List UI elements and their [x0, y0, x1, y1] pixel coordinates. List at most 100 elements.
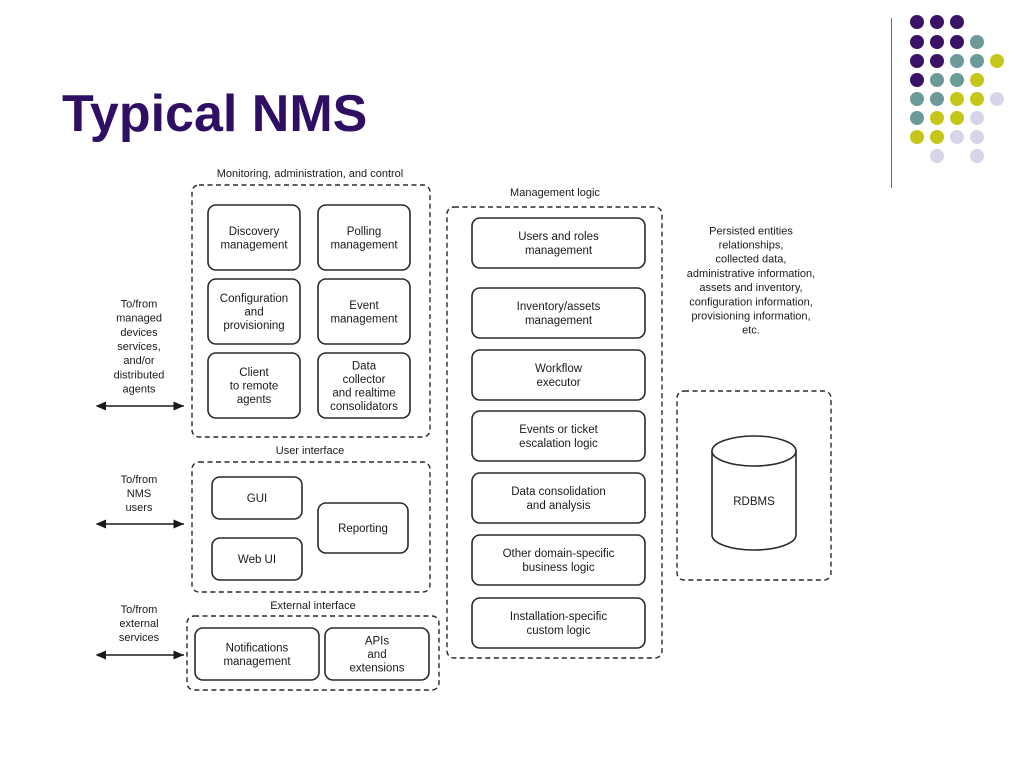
decor-dot	[930, 35, 944, 49]
decor-dot	[910, 92, 924, 106]
decor-dot	[990, 92, 1004, 106]
storage-description: administrative information,	[687, 268, 815, 280]
box-notifications-label: management	[223, 656, 291, 668]
box-discovery	[207, 204, 301, 271]
box-apis-label: APIs	[365, 636, 390, 648]
decor-dot	[930, 149, 944, 163]
box-users-roles	[471, 217, 646, 269]
box-inventory-label: Inventory/assets	[517, 301, 601, 313]
decor-dot	[970, 130, 984, 144]
group-management-logic	[446, 206, 663, 659]
rdbms-cylinder-top	[711, 435, 797, 467]
side-label-managed: services,	[117, 341, 160, 353]
rdbms-label: RDBMS	[733, 496, 775, 508]
storage-description: etc.	[742, 325, 760, 337]
box-other-domain-label: Other domain-specific	[503, 548, 615, 560]
box-events-ticket-label: escalation logic	[519, 438, 598, 450]
storage-description: Persisted entities	[709, 225, 793, 237]
decor-dot	[970, 35, 984, 49]
decor-dot	[970, 111, 984, 125]
divider-line	[891, 18, 892, 188]
box-apis-label: and	[367, 649, 386, 661]
box-other-domain	[471, 534, 646, 586]
box-data-collector	[317, 352, 411, 419]
storage-description: provisioning information,	[691, 311, 810, 323]
box-configuration-label: and	[244, 307, 263, 319]
decor-dot	[970, 92, 984, 106]
group-user-interface	[191, 461, 431, 593]
box-inventory-label: management	[525, 315, 593, 327]
group-storage	[676, 390, 832, 581]
box-reporting-label: Reporting	[338, 523, 388, 535]
decor-dot	[970, 73, 984, 87]
decor-dot	[910, 35, 924, 49]
box-workflow-label: Workflow	[535, 363, 583, 375]
box-web-ui-label: Web UI	[238, 554, 276, 566]
decor-dot	[950, 92, 964, 106]
box-event	[317, 278, 411, 345]
box-client-label: Client	[239, 367, 269, 379]
box-client-label: agents	[237, 394, 272, 406]
decor-dot	[950, 73, 964, 87]
side-label-managed: and/or	[123, 355, 155, 367]
storage-description: collected data,	[716, 254, 787, 266]
group-external-interface-title: External interface	[270, 600, 356, 612]
box-gui	[211, 476, 303, 520]
box-apis-label: extensions	[350, 663, 405, 675]
side-label-managed: distributed	[114, 369, 165, 381]
box-notifications-label: Notifications	[226, 642, 289, 654]
side-label-users: users	[126, 502, 153, 514]
box-data-collector-label: consolidators	[330, 401, 398, 413]
rdbms-cylinder	[711, 451, 797, 551]
box-event-label: management	[330, 313, 398, 325]
decor-dot	[930, 130, 944, 144]
decor-dot	[950, 130, 964, 144]
side-label-managed: managed	[116, 313, 162, 325]
decor-dot	[910, 15, 924, 29]
box-installation	[471, 597, 646, 649]
box-apis	[324, 627, 430, 681]
side-label-managed: devices	[120, 327, 158, 339]
box-data-consolidation	[471, 472, 646, 524]
box-workflow-label: executor	[536, 377, 580, 389]
box-discovery-label: Discovery	[229, 226, 280, 238]
box-polling-label: Polling	[347, 226, 382, 238]
decor-dot	[970, 54, 984, 68]
box-configuration	[207, 278, 301, 345]
decor-dot	[910, 54, 924, 68]
decor-dot	[950, 15, 964, 29]
group-user-interface-title: User interface	[276, 445, 344, 457]
box-users-roles-label: Users and roles	[518, 231, 599, 243]
group-external-interface	[186, 615, 440, 691]
decor-dot	[950, 54, 964, 68]
decor-dot	[910, 73, 924, 87]
storage-description: assets and inventory,	[699, 282, 802, 294]
side-label-external: external	[119, 618, 158, 630]
box-events-ticket-label: Events or ticket	[519, 424, 598, 436]
box-client	[207, 352, 301, 419]
box-configuration-label: Configuration	[220, 293, 288, 305]
decor-dot	[930, 111, 944, 125]
box-installation-label: Installation-specific	[510, 611, 607, 623]
decor-dot	[950, 35, 964, 49]
group-monitoring	[191, 184, 431, 438]
box-data-consolidation-label: Data consolidation	[511, 486, 606, 498]
box-installation-label: custom logic	[527, 625, 591, 637]
box-reporting	[317, 502, 409, 554]
box-web-ui	[211, 537, 303, 581]
storage-description: relationships,	[719, 240, 784, 252]
side-label-external: services	[119, 632, 160, 644]
box-users-roles-label: management	[525, 245, 593, 257]
box-events-ticket	[471, 410, 646, 462]
box-gui-label: GUI	[247, 493, 267, 505]
decor-dot	[930, 15, 944, 29]
group-management-logic-title: Management logic	[510, 187, 600, 199]
box-other-domain-label: business logic	[522, 562, 594, 574]
storage-description: configuration information,	[689, 296, 813, 308]
box-data-consolidation-label: and analysis	[527, 500, 591, 512]
decor-dot	[950, 111, 964, 125]
box-data-collector-label: and realtime	[332, 387, 395, 399]
side-label-users: To/from	[121, 474, 158, 486]
decor-dot	[910, 130, 924, 144]
